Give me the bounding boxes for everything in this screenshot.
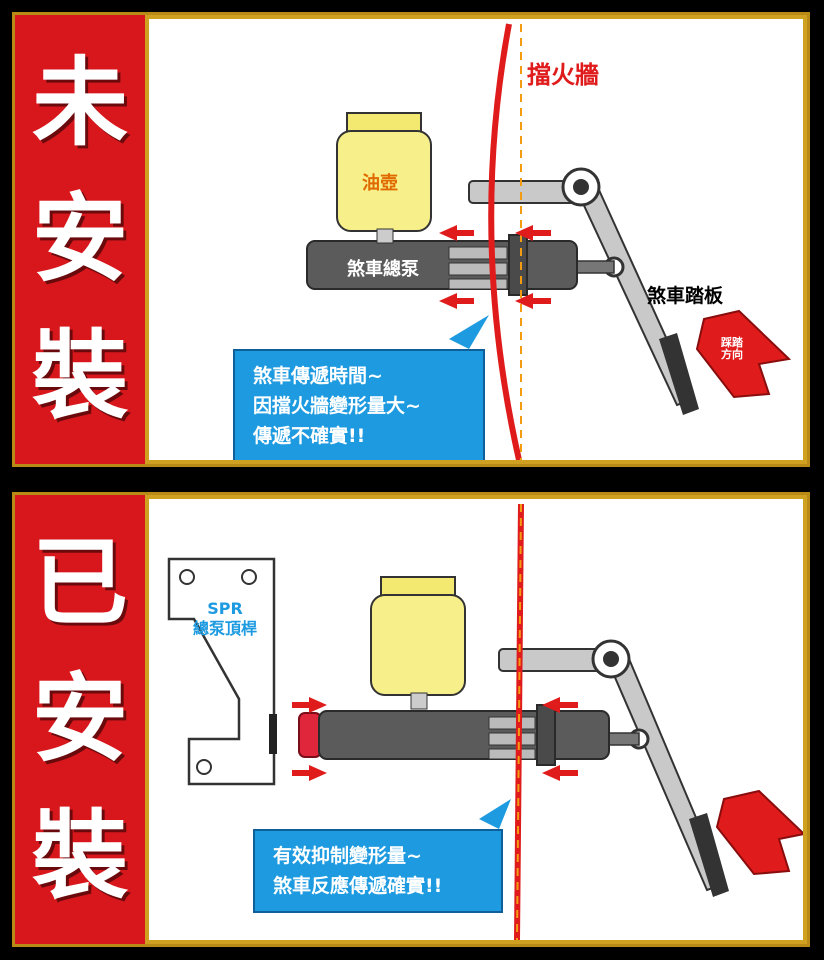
pedal-pad [659,333,699,415]
callout-line: 煞車傳遞時間~ [253,365,383,387]
step-direction-arrow [715,789,803,876]
panel-installed: 已 安 裝 [12,492,810,947]
master-cylinder [306,234,578,296]
master-cylinder-label: 煞車總泵 [347,259,419,280]
spr-pushrod-cap [298,712,322,758]
callout-line: 傳遞不確實!! [253,425,366,447]
diagram-canvas: 擋火牆 油壺 煞車總泵 煞車踏板 踩踏 方向 煞車傳遞時間~ 因擋火牆變形量大~… [149,19,803,460]
side-char: 已 [32,527,128,640]
step-direction-line: 方向 [721,348,743,361]
callout-line: 有效抑制變形量~ [273,845,422,867]
brake-pedal-label: 煞車踏板 [647,285,724,307]
reservoir-label: 油壺 [362,173,398,194]
reservoir [336,112,432,244]
diagram-canvas: SPR 總泵頂桿 有效抑制變形量~ 煞車反應傳遞確實!! [149,499,803,940]
callout-not-installed: 煞車傳遞時間~ 因擋火牆變形量大~ 傳遞不確實!! [233,349,485,460]
step-direction-line: 踩踏 [721,336,743,349]
side-char: 裝 [32,799,128,912]
side-char: 未 [32,47,128,160]
callout-installed: 有效抑制變形量~ 煞車反應傳遞確實!! [253,829,503,913]
firewall-curve [488,23,522,460]
reservoir [370,576,466,710]
force-arrows [292,697,578,781]
side-char: 裝 [32,319,128,432]
brake-diagram-svg [167,503,803,940]
side-banner-installed: 已 安 裝 [15,495,145,944]
spr-label-line: 總泵頂桿 [193,619,258,638]
master-cylinder [298,704,610,766]
spr-bracket-label: SPR 總泵頂桿 [193,599,257,639]
pedal-assembly [498,639,729,897]
firewall-label: 擋火牆 [527,61,599,89]
step-direction-arrow [695,309,792,399]
callout-line: 煞車反應傳遞確實!! [273,875,443,897]
side-char: 安 [32,183,128,296]
spr-bracket [167,557,277,786]
force-arrows [439,225,551,309]
brake-diagram-svg [306,23,792,460]
side-banner-not-installed: 未 安 裝 [15,15,145,464]
panel-not-installed: 未 安 裝 [12,12,810,467]
callout-line: 因擋火牆變形量大~ [253,395,421,417]
step-direction-label: 踩踏 方向 [721,337,743,361]
pedal-assembly [468,167,699,415]
side-char: 安 [32,663,128,776]
spr-label-line: SPR [207,599,243,618]
